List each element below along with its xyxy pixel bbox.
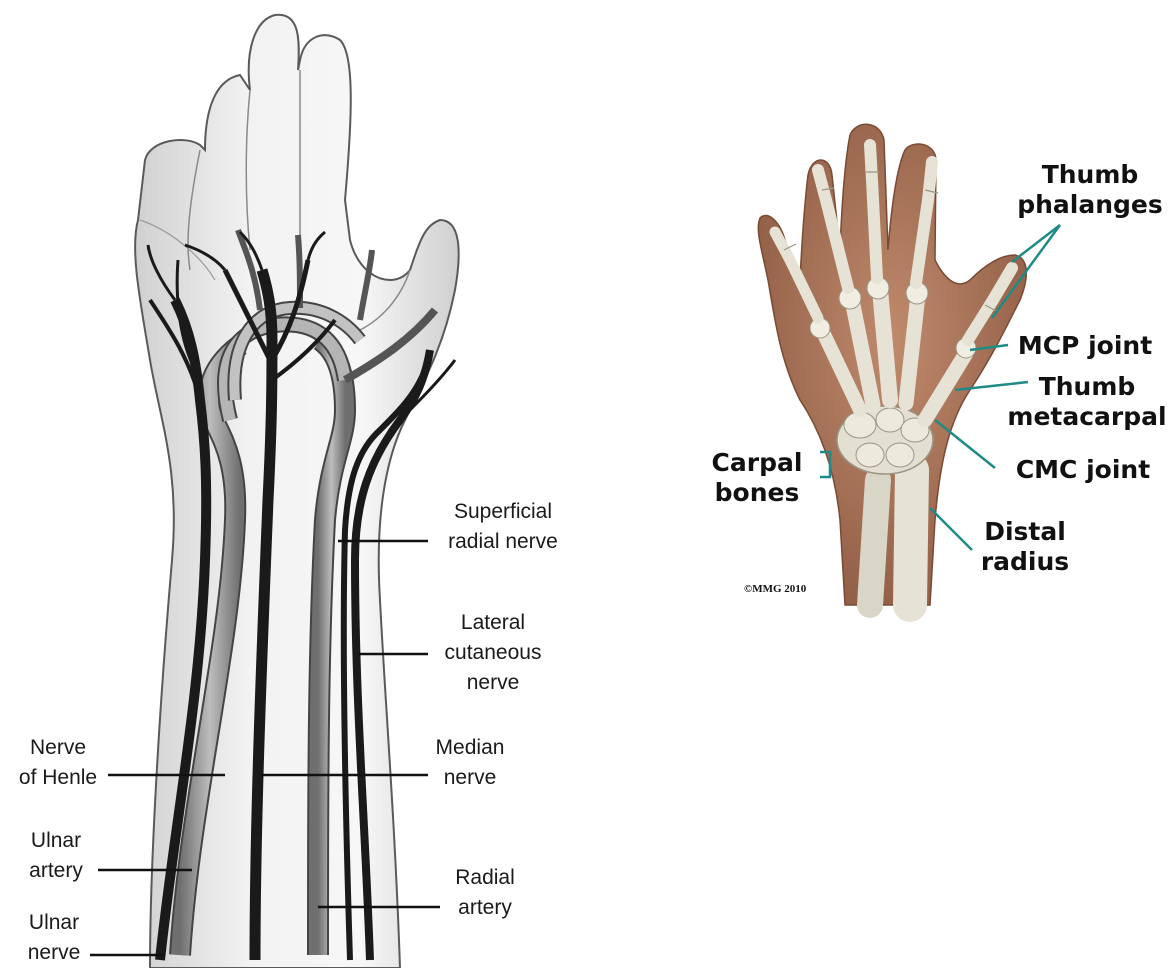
label-carpal-bones: Carpal bones bbox=[702, 448, 812, 508]
label-lateral-cutaneous-nerve: Lateral cutaneous nerve bbox=[428, 608, 558, 698]
label-mcp-joint: MCP joint bbox=[1010, 331, 1160, 361]
label-thumb-metacarpal: Thumb metacarpal bbox=[1000, 372, 1174, 432]
copyright-notice: ©MMG 2010 bbox=[744, 583, 806, 595]
label-ulnar-nerve: Ulnar nerve bbox=[14, 908, 94, 968]
label-radial-artery: Radial artery bbox=[440, 863, 530, 923]
label-median-nerve: Median nerve bbox=[420, 733, 520, 793]
label-nerve-of-henle: Nerve of Henle bbox=[8, 733, 108, 793]
label-superficial-radial-nerve: Superficial radial nerve bbox=[428, 497, 578, 557]
label-distal-radius: Distal radius bbox=[970, 517, 1080, 577]
label-cmc-joint: CMC joint bbox=[1003, 455, 1163, 485]
label-ulnar-artery: Ulnar artery bbox=[14, 826, 98, 886]
label-thumb-phalanges: Thumb phalanges bbox=[1010, 160, 1170, 220]
